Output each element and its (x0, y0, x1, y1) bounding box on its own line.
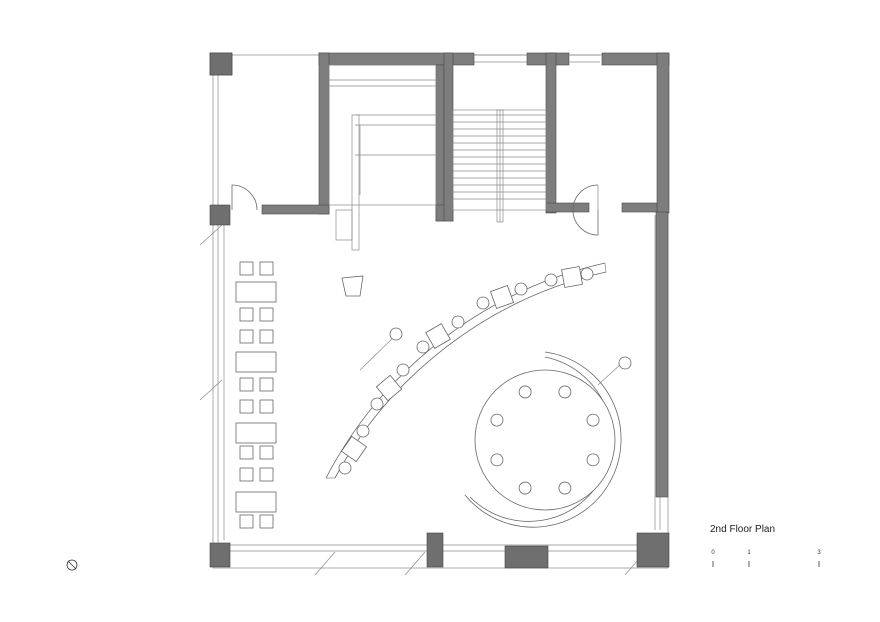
bar-stool (338, 461, 352, 475)
round-table-chair (518, 385, 532, 399)
chair (239, 261, 254, 276)
chair (259, 467, 274, 482)
left-seating (235, 261, 277, 529)
bar-table (561, 266, 583, 288)
bar-stool (416, 340, 430, 354)
round-chairs (490, 385, 600, 495)
drawing-title: 2nd Floor Plan (710, 524, 776, 535)
bar-stool (476, 296, 490, 310)
round-table-chair (490, 453, 504, 467)
bar-table (340, 435, 368, 463)
chair (239, 329, 254, 344)
north-arrow-icon (66, 559, 78, 571)
column (209, 542, 231, 568)
column (209, 204, 231, 226)
column (504, 545, 549, 569)
scale-label-3: 3 (817, 550, 821, 556)
stair-core (328, 64, 547, 251)
chair (259, 445, 274, 460)
stair-treads (453, 114, 546, 200)
chair (259, 399, 274, 414)
scale-label-1: 1 (747, 550, 751, 556)
column (426, 532, 444, 568)
lamp-icon (389, 327, 403, 341)
bar-stool (356, 424, 370, 438)
columns (209, 52, 670, 569)
round-table-chair (586, 413, 600, 427)
chair (239, 399, 254, 414)
chair (259, 261, 274, 276)
round-table-chair (586, 453, 600, 467)
round-booth (464, 351, 622, 528)
table (235, 491, 277, 513)
reception-desk (341, 275, 364, 297)
bar-table (425, 323, 451, 349)
bar-stools (338, 266, 594, 475)
bar-table (489, 284, 515, 310)
chair (259, 514, 274, 529)
bar-stool (451, 315, 465, 329)
chair (259, 377, 274, 392)
round-table-chair (558, 481, 572, 495)
round-table-chair (558, 385, 572, 399)
table (235, 422, 277, 444)
bar-stool (396, 363, 410, 377)
chair (239, 445, 254, 460)
core-walls (261, 52, 670, 498)
doors (231, 184, 599, 236)
bar-stool (514, 282, 528, 296)
bar-stool (544, 273, 558, 287)
scale-bar (712, 561, 820, 567)
bar-stool (370, 397, 384, 411)
lamp-icon (618, 356, 632, 370)
table (235, 281, 277, 303)
round-table (474, 369, 616, 511)
round-table-chair (490, 413, 504, 427)
chair (239, 307, 254, 322)
scale-label-0: 0 (711, 550, 715, 556)
round-table-chair (518, 481, 532, 495)
chair (259, 307, 274, 322)
bar-stool (580, 267, 594, 281)
table (235, 351, 277, 373)
chair (239, 467, 254, 482)
bar-table (375, 374, 403, 402)
column (636, 532, 670, 568)
column (209, 52, 233, 76)
chair (239, 514, 254, 529)
lamps (359, 327, 632, 386)
chair (259, 329, 274, 344)
chair (239, 377, 254, 392)
